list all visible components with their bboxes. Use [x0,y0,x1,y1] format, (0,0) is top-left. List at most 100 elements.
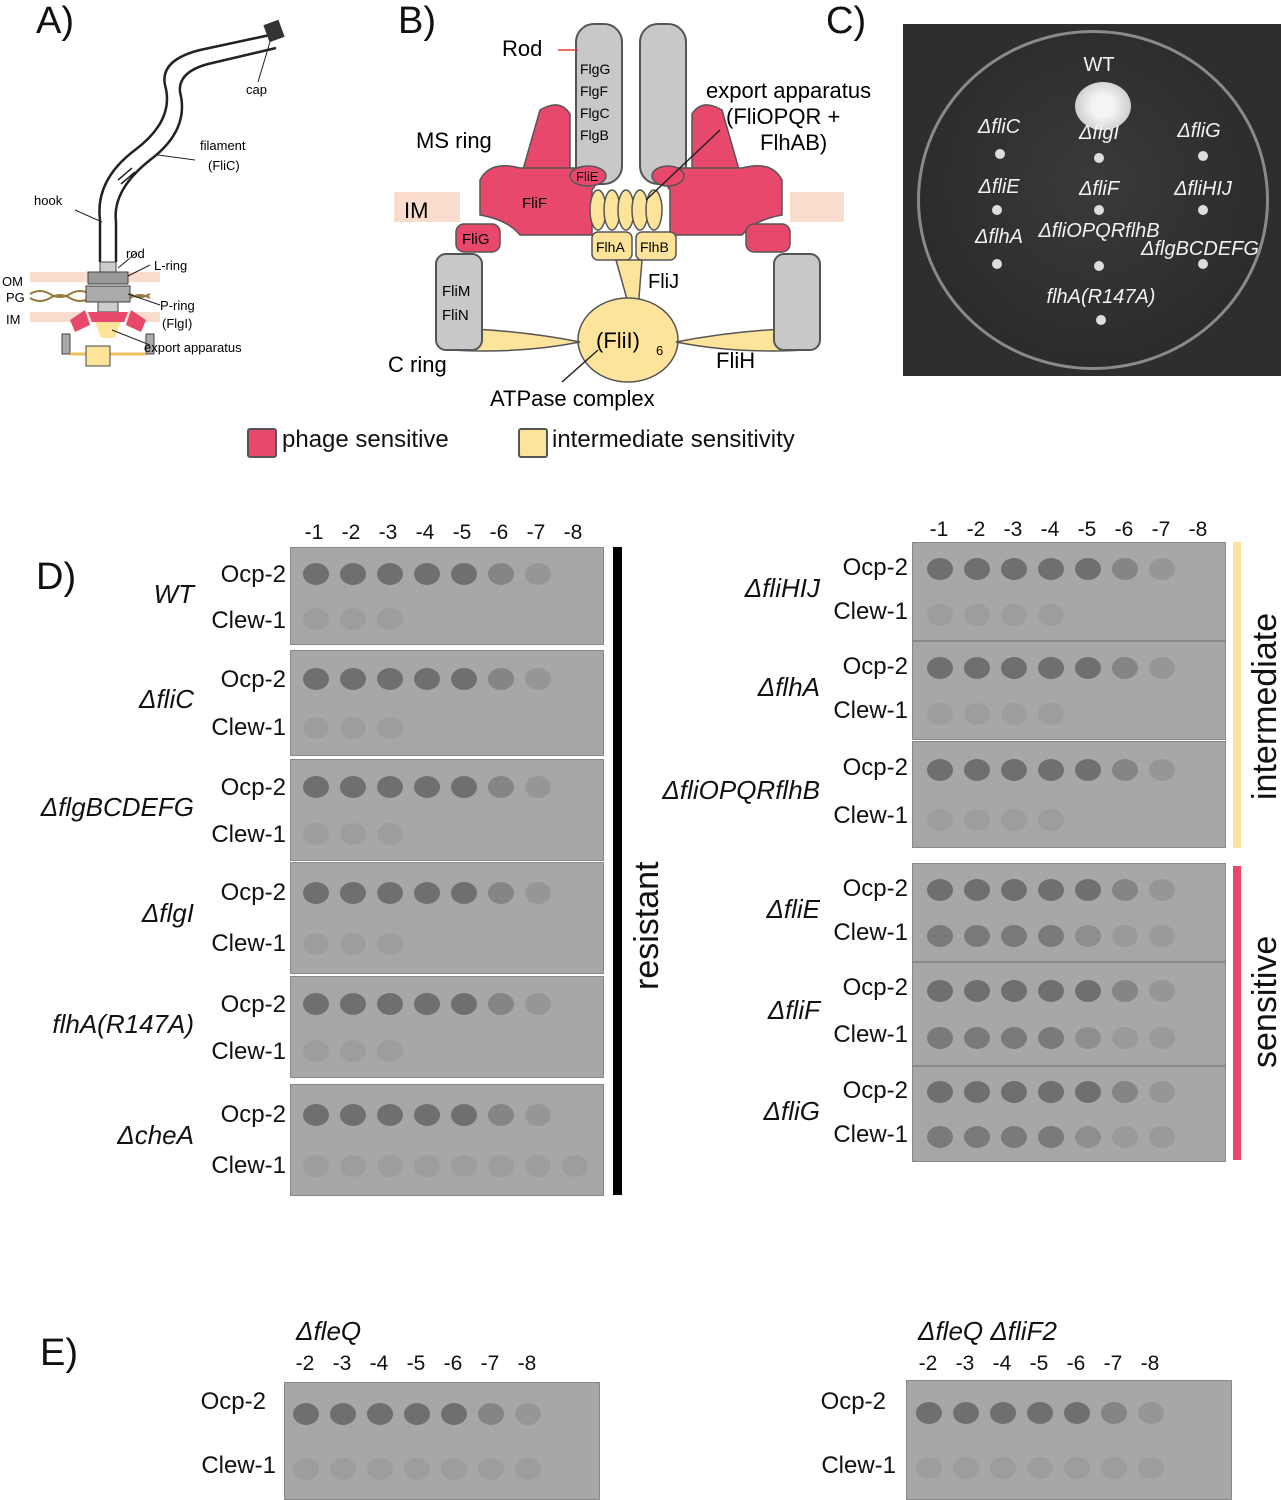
row-label-clew1: Clew-1 [211,1038,286,1065]
phage-spot-ocp2 [404,1403,430,1426]
phage-spot-ocp2 [488,562,514,585]
resistant-bar [613,547,622,1195]
phage-spot-clew1 [1001,924,1027,947]
spot-assay-strip [290,1084,604,1196]
row-label-ocp2: Ocp-2 [842,553,908,581]
panel-e-letter: E) [40,1332,78,1374]
im-label: IM [6,312,20,327]
c-ring-label: C ring [388,352,447,377]
c-ring-right [773,253,821,351]
dilution-label: -4 [992,1352,1012,1375]
phage-spot-ocp2 [451,881,477,904]
phage-spot-ocp2 [1112,979,1138,1002]
phage-spot-ocp2 [340,993,366,1015]
plate-label-flgBCDEFG: ΔflgBCDEFG [1141,238,1259,260]
panel-a-letter: A) [36,0,74,42]
row-label-ocp2: Ocp-2 [842,974,908,1002]
phage-spot-ocp2 [525,1103,551,1126]
strain-label: ΔfliOPQRflhB [662,774,820,805]
row-label-clew1: Clew-1 [833,1021,908,1049]
fleQ-fliF2-title: ΔfleQ ΔfliF2 [918,1316,1057,1346]
plate-colony [1198,259,1208,269]
rod-label: rod [126,246,145,261]
c-ring-left [435,253,483,351]
strain-label: ΔflgI [141,898,194,929]
resistant-label: resistant [628,861,666,991]
panel-b-letter: B) [398,0,436,42]
plate-label-fliC: ΔfliC [977,116,1021,138]
sensitive-bar [1233,866,1241,1160]
phage-spot-ocp2 [451,993,477,1015]
phage-spot-clew1 [964,702,990,725]
phage-spot-ocp2 [525,562,551,585]
im-band-right [790,192,844,222]
plate-label-fliE: ΔfliE [978,176,1020,198]
row-label-ocp2: Ocp-2 [200,1388,266,1415]
phage-spot-ocp2 [414,1103,440,1126]
flhB-label: FlhB [640,239,669,255]
phage-spot-ocp2 [377,1103,403,1126]
phage-spot-clew1 [525,1155,551,1178]
phage-spot-ocp2 [377,668,403,691]
phage-spot-ocp2 [293,1403,319,1426]
row-label-clew1: Clew-1 [211,821,286,848]
phage-spot-ocp2 [1038,1081,1064,1104]
plate-colony [1198,151,1208,161]
phage-spot-clew1 [478,1457,504,1480]
flgF-label: FlgF [580,83,608,99]
plate-label-fliOPQRflhB: ΔfliOPQRflhB [1038,220,1160,242]
dilution-label: -6 [1066,1352,1086,1375]
phage-spot-ocp2 [964,657,990,680]
plate-colony [995,149,1005,159]
phage-spot-ocp2 [414,881,440,904]
phage-spot-clew1 [488,1155,514,1178]
intermediate-bar [1233,542,1241,848]
phage-spot-clew1 [303,716,329,739]
phage-spot-clew1 [1064,1457,1090,1480]
phage-spot-clew1 [1001,1027,1027,1050]
phage-spot-ocp2 [927,1081,953,1104]
row-label-clew1: Clew-1 [201,1452,276,1479]
phage-spot-clew1 [303,823,329,845]
phage-spot-clew1 [927,808,953,831]
phage-spot-ocp2 [1001,558,1027,581]
phage-spot-clew1 [340,933,366,956]
strain-label: ΔfliE [766,894,820,925]
phage-spot-ocp2 [488,1103,514,1126]
strain-label: ΔcheA [117,1120,194,1151]
fliN-label: FliN [442,307,469,324]
plate-colony [992,259,1002,269]
phage-spot-clew1 [1149,924,1175,947]
phage-spot-ocp2 [488,881,514,904]
wt-swarm [1075,82,1131,130]
phage-spot-ocp2 [1149,979,1175,1002]
dilution-label: -4 [415,521,435,544]
phage-spot-clew1 [1038,808,1064,831]
plate-colony [1094,261,1104,271]
phage-spot-ocp2 [1149,879,1175,902]
phage-spot-ocp2 [1038,979,1064,1002]
row-label-ocp2: Ocp-2 [842,753,908,781]
spot-assay-strip [290,547,604,645]
phage-spot-ocp2 [414,776,440,798]
phage-spot-ocp2 [303,1103,329,1126]
strain-label: ΔflhA [757,672,820,703]
plate-colony [1094,205,1104,215]
phage-spot-ocp2 [340,562,366,585]
phage-spot-ocp2 [1038,657,1064,680]
legend-label-sensitive: phage sensitive [282,426,449,453]
fliI-hexamer [577,297,679,383]
p-ring [85,285,131,303]
phage-spot-clew1 [1075,1125,1101,1148]
dilution-label: -5 [452,521,472,544]
phage-spot-ocp2 [525,776,551,798]
plate-colony [1198,205,1208,215]
flhA [591,231,633,261]
spot-assay-strip [906,1380,1232,1500]
filament [98,33,271,262]
phage-spot-ocp2 [1001,979,1027,1002]
phage-spot-ocp2 [1001,657,1027,680]
row-label-clew1: Clew-1 [833,1120,908,1148]
plate-label-fliF: ΔfliF [1078,178,1120,200]
flgB-label: FlgB [580,127,609,143]
